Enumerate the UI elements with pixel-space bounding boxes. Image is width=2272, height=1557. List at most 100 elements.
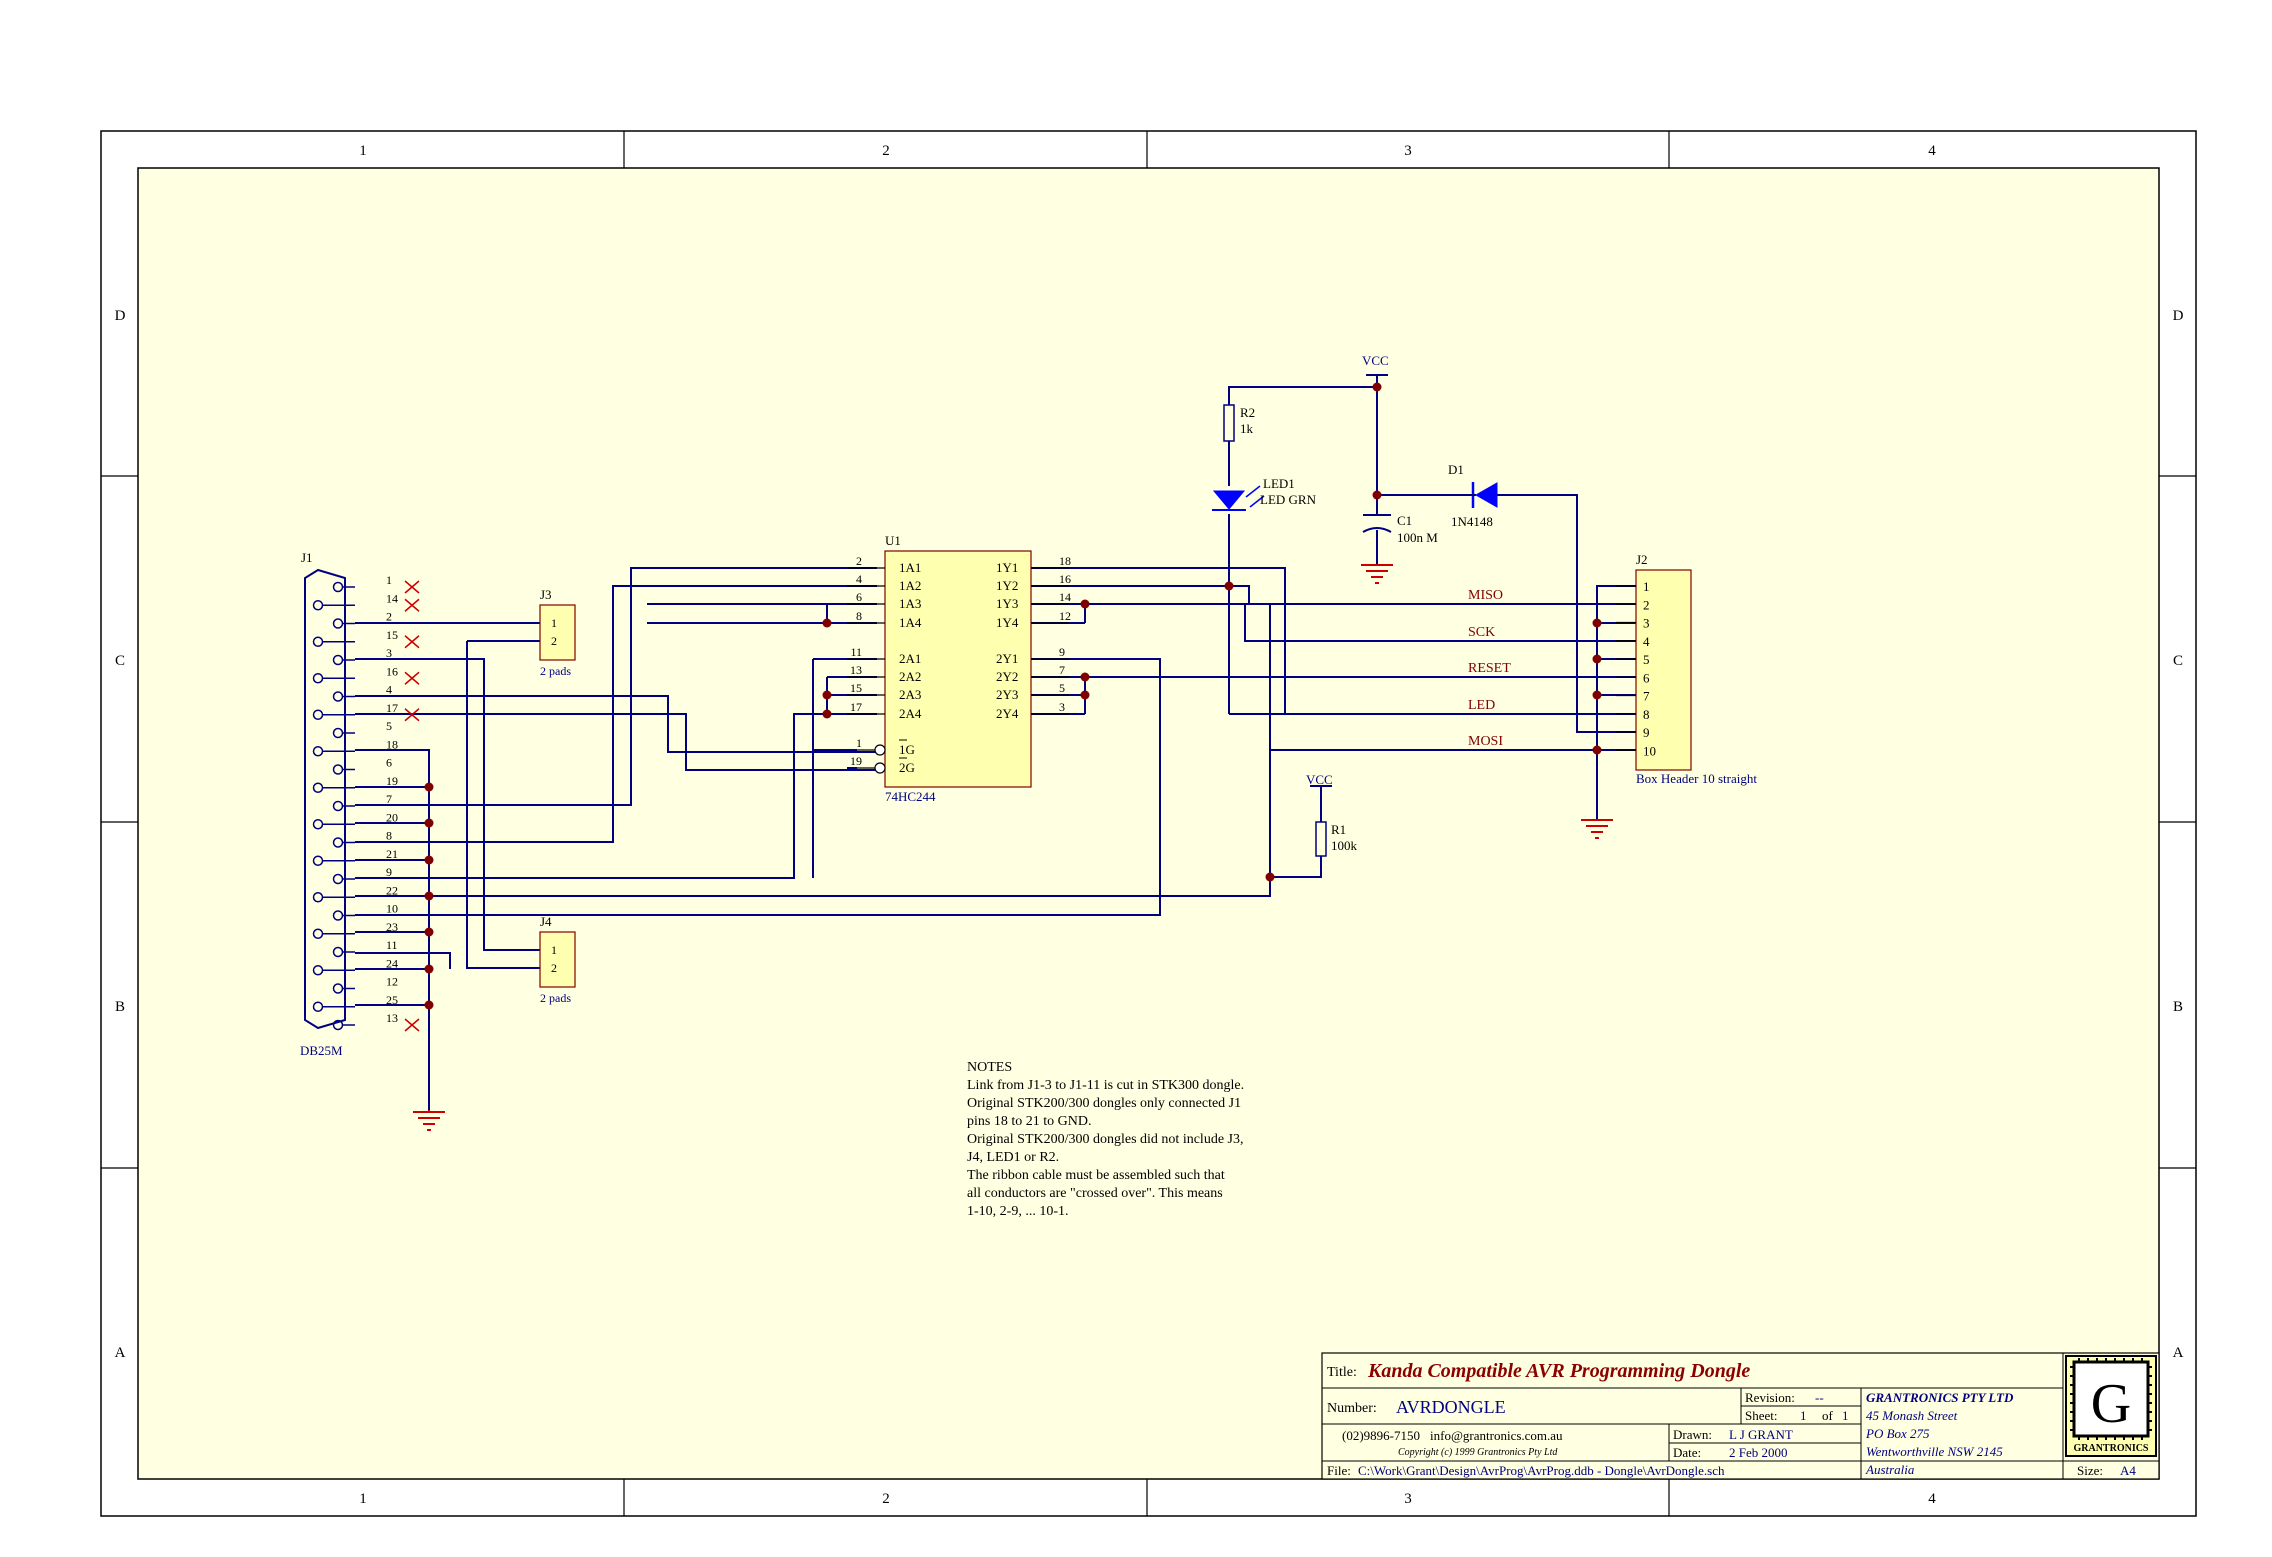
col-label: 2 (882, 1491, 890, 1507)
j4-value: 2 pads (540, 991, 571, 1005)
company-address: PO Box 275 (1865, 1426, 1930, 1441)
capacitor-c1: C1 100n M (1362, 513, 1438, 545)
j1-pins: 1142153164175186197208219221023112412251… (312, 573, 420, 1032)
j2-pin-number: 9 (1643, 725, 1650, 740)
vcc-symbol-top: VCC (1362, 353, 1389, 376)
net-label-miso: MISO (1468, 588, 1503, 603)
j1-ref: J1 (301, 550, 313, 565)
j1-pin-number: 7 (386, 792, 392, 806)
j1-pin-number: 22 (386, 883, 398, 897)
u1-pin-name: 2Y1 (996, 651, 1018, 666)
notes-line: all conductors are "crossed over". This … (967, 1186, 1223, 1201)
connector-j1: J1 DB25M 1142153164175186197208219221023… (300, 550, 420, 1058)
u1-value: 74HC244 (885, 789, 936, 804)
u1-pin-name: 2Y4 (996, 706, 1019, 721)
company-name: GRANTRONICS PTY LTD (1866, 1390, 2014, 1405)
c1-value: 100n M (1397, 530, 1438, 545)
notes-line: 1-10, 2-9, ... 10-1. (967, 1204, 1069, 1219)
j1-pin-number: 19 (386, 774, 398, 788)
u1-pin-name: 1A1 (899, 560, 921, 575)
col-label: 1 (359, 143, 367, 159)
title-block: Title: Kanda Compatible AVR Programming … (1321, 1352, 2160, 1480)
col-label: 3 (1404, 143, 1412, 159)
ground-icon (1581, 819, 1613, 839)
j2-pin-number: 5 (1643, 652, 1650, 667)
row-label: A (2173, 1345, 2184, 1361)
row-label: C (2173, 653, 2183, 669)
file-label: File: (1327, 1463, 1351, 1478)
ground-icon (413, 1110, 445, 1131)
r1-ref: R1 (1331, 822, 1346, 837)
j2-pin-number: 1 (1643, 579, 1650, 594)
led-led1: LED1 LED GRN (1212, 476, 1317, 511)
logo-text: GRANTRONICS (2073, 1443, 2148, 1454)
c1-ref: C1 (1397, 513, 1412, 528)
row-label: D (2173, 308, 2184, 324)
j1-pin-number: 25 (386, 993, 398, 1007)
drawing-area (137, 167, 2160, 1480)
drawing-title: Kanda Compatible AVR Programming Dongle (1367, 1360, 1750, 1382)
led1-value: LED GRN (1260, 492, 1317, 507)
date-label: Date: (1673, 1445, 1701, 1460)
ground-icon (1361, 564, 1393, 584)
connector-j3: J3 1 2 2 pads (539, 587, 576, 678)
size-value: A4 (2120, 1463, 2136, 1478)
j1-pin-number: 18 (386, 737, 398, 751)
col-label: 4 (1928, 143, 1936, 159)
col-label: 3 (1404, 1491, 1412, 1507)
frame-row-labels-left: D C B A (115, 308, 126, 1361)
u1-pin-name: 1Y4 (996, 615, 1019, 630)
notes-line: Original STK200/300 dongles only connect… (967, 1096, 1241, 1111)
j1-pin-number: 1 (386, 573, 392, 587)
row-label: D (115, 308, 126, 324)
u1-pin-number: 12 (1059, 609, 1071, 623)
j1-pin-number: 5 (386, 719, 392, 733)
j3-pin: 2 (551, 634, 557, 648)
u1-pin-name: 1Y3 (996, 596, 1018, 611)
u1-pin-number: 17 (850, 700, 862, 714)
sheet-of: of (1822, 1408, 1834, 1423)
j1-pin-number: 15 (386, 628, 398, 642)
date-value: 2 Feb 2000 (1729, 1445, 1788, 1460)
j2-pin-number: 8 (1643, 707, 1650, 722)
copyright: Copyright (c) 1999 Grantronics Pty Ltd (1398, 1447, 1558, 1458)
u1-pin-number: 7 (1059, 663, 1065, 677)
row-label: B (2173, 999, 2183, 1015)
j1-pin-number: 21 (386, 847, 398, 861)
j1-pin-number: 2 (386, 610, 392, 624)
sheet-label: Sheet: (1745, 1408, 1778, 1423)
j1-pin-number: 3 (386, 646, 392, 660)
drawn-label: Drawn: (1673, 1427, 1712, 1442)
r2-value: 1k (1240, 421, 1254, 436)
net-label-sck: SCK (1468, 625, 1495, 640)
ground-symbols (413, 564, 1613, 1131)
j2-pin-number: 2 (1643, 597, 1650, 612)
no-connect-icon (404, 1018, 420, 1032)
u1-pin-name: 2A2 (899, 669, 921, 684)
j2-pin-number: 3 (1643, 616, 1650, 631)
u1-pin-name: 1Y1 (996, 560, 1018, 575)
no-connect-icon (404, 598, 420, 612)
number-label: Number: (1327, 1401, 1377, 1416)
net-label-led: LED (1468, 698, 1495, 713)
col-label: 4 (1928, 1491, 1936, 1507)
j1-pin-number: 24 (386, 956, 398, 970)
u1-pin-number: 13 (850, 663, 862, 677)
file-path: C:\Work\Grant\Design\AvrProg\AvrProg.ddb… (1358, 1463, 1725, 1478)
col-label: 1 (359, 1491, 367, 1507)
connector-j4: J4 1 2 2 pads (539, 914, 576, 1005)
u1-pin-number: 4 (856, 572, 862, 586)
u1-pin-name: 1A2 (899, 578, 921, 593)
inverter-bubble-icon (874, 744, 886, 756)
revision-value: -- (1815, 1390, 1824, 1405)
net-label-mosi: MOSI (1468, 734, 1503, 749)
frame-column-labels-bottom: 1 2 3 4 (359, 1491, 1936, 1507)
r1-value: 100k (1331, 838, 1358, 853)
j3-value: 2 pads (540, 664, 571, 678)
j1-pin-number: 20 (386, 810, 398, 824)
u1-pin-number: 9 (1059, 645, 1065, 659)
notes-line: pins 18 to 21 to GND. (967, 1114, 1091, 1129)
